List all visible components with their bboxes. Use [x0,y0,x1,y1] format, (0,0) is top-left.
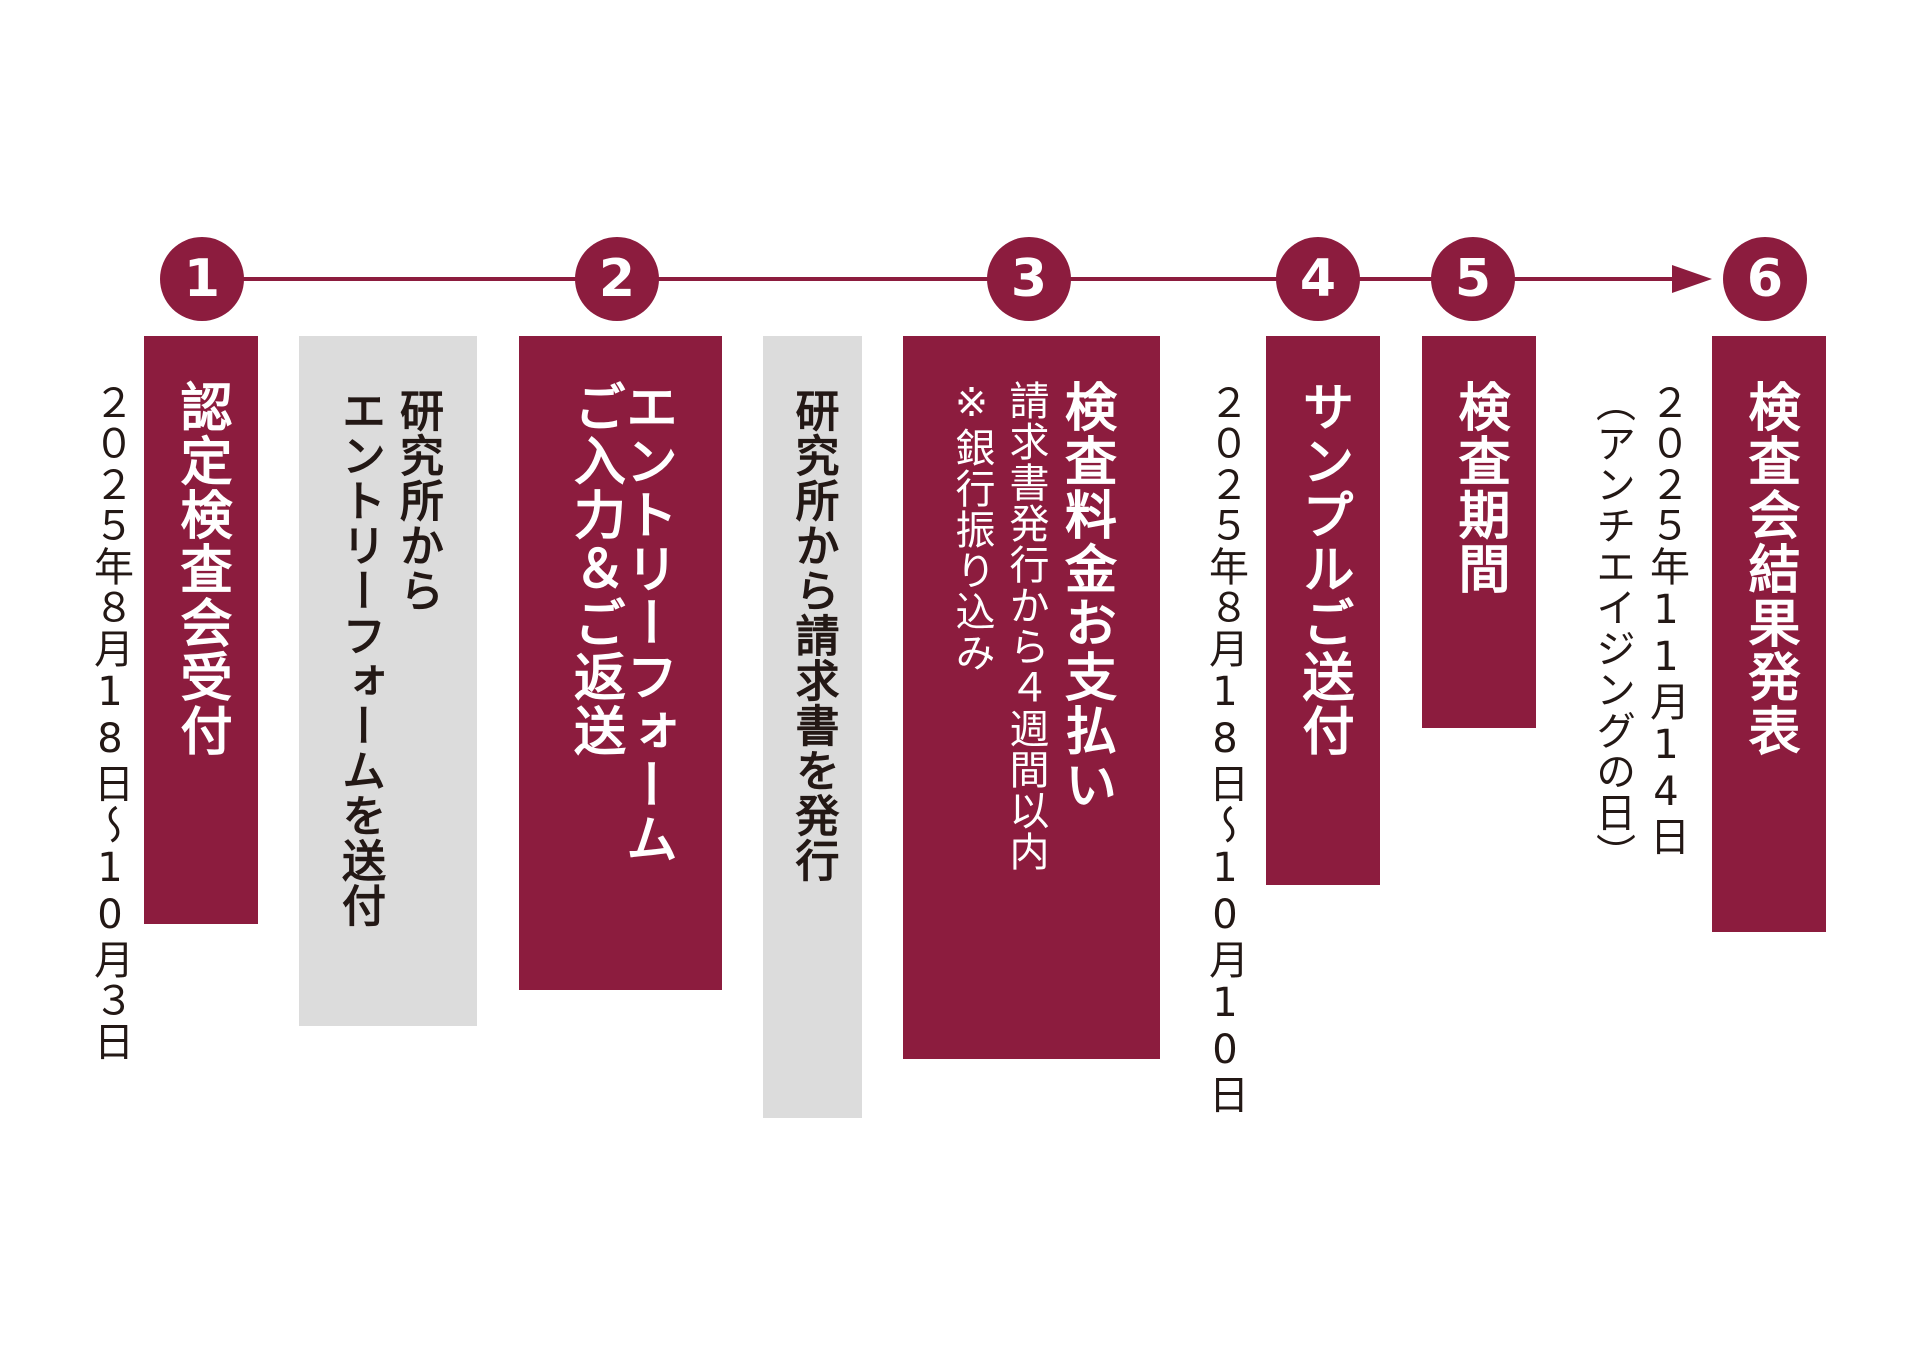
arrow-head-icon [1672,265,1712,293]
step-3-note-2: ※銀行振り込み [948,380,995,673]
step-3-number: 3 [987,237,1071,321]
step-1-number: 1 [160,237,244,321]
step-2-number: 2 [575,237,659,321]
step-6-number: 6 [1723,237,1807,321]
lab-action-2-box: 研究所から請求書を発行 [763,336,862,1118]
step-6-box: 検査会結果発表 [1712,336,1826,932]
step-5-title: 検査期間 [1449,380,1509,596]
step-6-title: 検査会結果発表 [1739,380,1799,758]
step-3-title: 検査料金お支払い [1055,380,1116,812]
step-3-note-1: 請求書発行から４週間以内 [1002,380,1049,872]
step-1-box: 認定検査会受付 [144,336,258,924]
step-2-title: エントリーフォーム ご入力＆ご返送 [564,380,677,928]
lab-action-2-line-1: 研究所から請求書を発行 [787,388,839,883]
lab-action-1-line-2: エントリーフォームを送付 [334,388,385,928]
lab-action-1-box: 研究所から エントリーフォームを送付 [299,336,477,1026]
step-4-title: サンプルご送付 [1293,380,1353,758]
step-5-number: 5 [1431,237,1515,321]
step-5-box: 検査期間 [1422,336,1536,728]
timeline-connector [202,277,1676,281]
step-4-date: ２０２５年８月18日〜10月10日 [1202,382,1248,1115]
step-1-date: ２０２５年８月18日〜10月３日 [87,382,133,1062]
step-4-number: 4 [1276,237,1360,321]
step-2-box: エントリーフォーム ご入力＆ご返送 [519,336,722,990]
step-3-box: 検査料金お支払い 請求書発行から４週間以内 ※銀行振り込み [903,336,1160,1059]
step-6-date-line-1: ２０２５年11月14日 [1643,382,1689,857]
lab-action-1-line-1: 研究所から [392,388,443,613]
step-1-title: 認定検査会受付 [171,380,231,758]
step-6-date-line-2: （アンチエイジングの日） [1589,382,1635,874]
step-4-box: サンプルご送付 [1266,336,1380,885]
